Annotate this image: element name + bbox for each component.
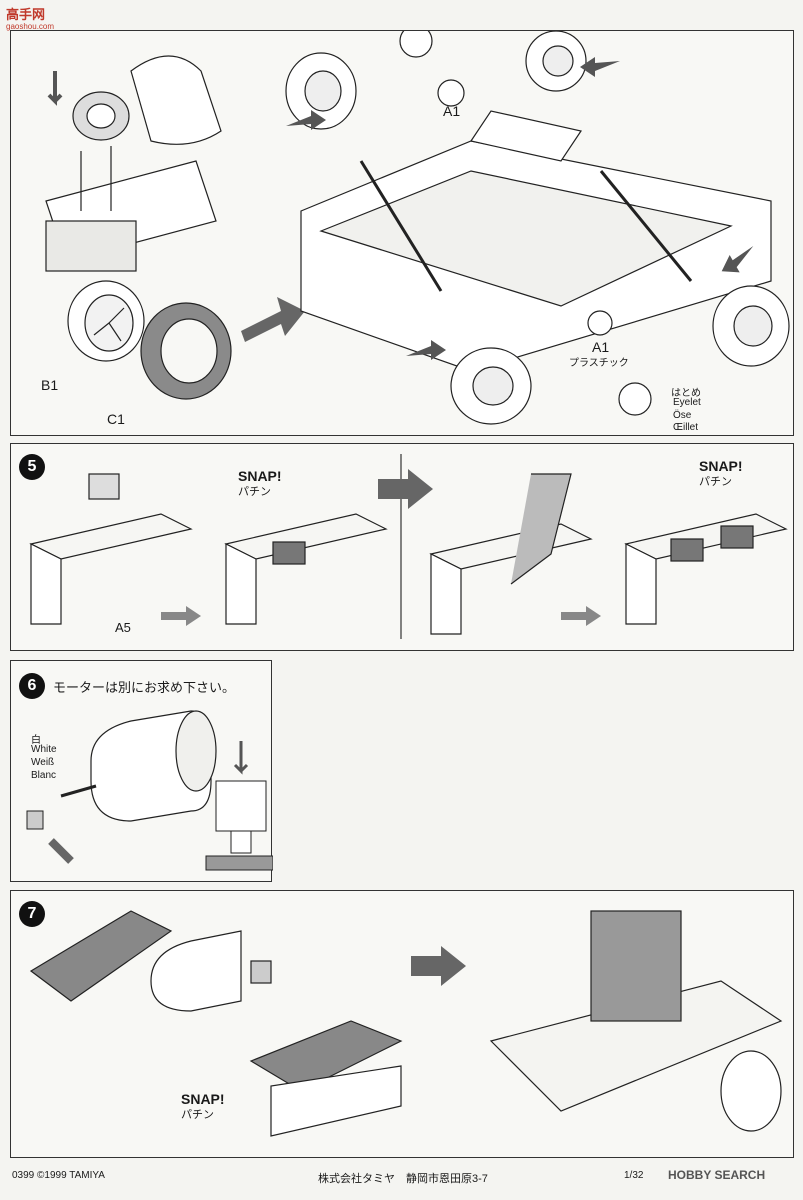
hand-press-illustration [45,55,222,272]
eyelet-label-jp: はとめ [671,388,701,399]
chassis-illustration [300,110,772,372]
eyelet-label-de: Öse [673,410,692,421]
eyelet-label-en: Eyelet [673,397,701,408]
pinion-arrow [48,838,74,864]
snap-text-1: SNAP! [238,468,282,484]
snap-label-2: SNAP! パチン [699,458,743,490]
small-arrow-2 [561,606,601,626]
wheel-and-tire [67,280,232,400]
step-number-5: 5 [19,454,45,480]
footer-scale: 1/32 [624,1170,644,1181]
step-number-6: 6 [19,673,45,699]
footer-address: 株式会社タミヤ 静岡市恩田原3-7 [318,1173,488,1185]
header-logo: 高手网 [6,4,45,23]
snap-jp-2: パチン [699,476,732,488]
motor-illustration [60,710,217,822]
step7-panel: 7 SNAP! パチン [10,890,794,1158]
press-tool [205,780,273,871]
holder-and-motor-1 [29,910,272,1012]
snap-label-1: SNAP! パチン [238,468,282,500]
part-label-a1-bottom: A1 [592,339,610,355]
press-arrow [233,741,249,775]
part-label-c1: C1 [107,411,125,427]
header-logo-text: 高手网 [6,7,46,22]
battery-holder-2 [224,513,388,625]
snap-text-step7: SNAP! [181,1091,225,1107]
color-label-en: White [31,744,57,755]
step6-illustration [26,710,273,871]
plastic-label: プラスチック [569,358,629,369]
step7-illustration [29,910,783,1137]
right-arrow-big [241,297,305,342]
part-label-b1: B1 [41,377,59,393]
step7-arrow [411,946,466,986]
snap-text-2: SNAP! [699,458,743,474]
step6-panel: 6 モーターは別にお求め下さい。 白 White Weiß Blanc [10,660,273,882]
part-label-a5: A5 [115,620,131,635]
direction-arrows [286,57,754,360]
snap-label-step7: SNAP! パチン [181,1091,225,1123]
color-label-jp: 白 [31,735,41,746]
motor-note: モーターは別にお求め下さい。 [53,680,236,695]
color-label-fr: Blanc [31,770,57,781]
down-arrow [47,71,63,106]
snap-jp-step7: パチン [181,1109,214,1121]
chassis-with-motor [489,910,783,1132]
step4-panel: A1 A1 B1 C1 プラスチック はとめ Eyelet Öse Œillet [10,30,794,436]
battery-holder-1 [29,473,193,625]
holder-and-motor-2 [249,1020,403,1137]
part-circles [399,31,652,416]
wheels [285,31,790,425]
header-logo-sub: gaoshou.com [6,22,55,31]
part-label-a1-top: A1 [443,103,461,119]
step5-illustration [29,454,788,639]
pinion-gear [26,810,44,830]
footer-copyright: 0399 ©1999 TAMIYA [12,1170,105,1181]
battery-holder-4 [624,513,788,625]
small-arrow-1 [161,606,201,626]
step5-panel: 5 SNAP! パチン SNAP! [10,443,794,651]
eyelet-label-fr: Œillet [673,422,699,433]
step-number-7: 7 [19,901,45,927]
footer-watermark: HOBBY SEARCH [668,1168,766,1182]
snap-jp-1: パチン [238,486,271,498]
battery-holder-3 [429,473,593,635]
step5-arrow [378,469,433,509]
color-label-de: Weiß [31,757,55,768]
step4-illustration [45,31,790,425]
